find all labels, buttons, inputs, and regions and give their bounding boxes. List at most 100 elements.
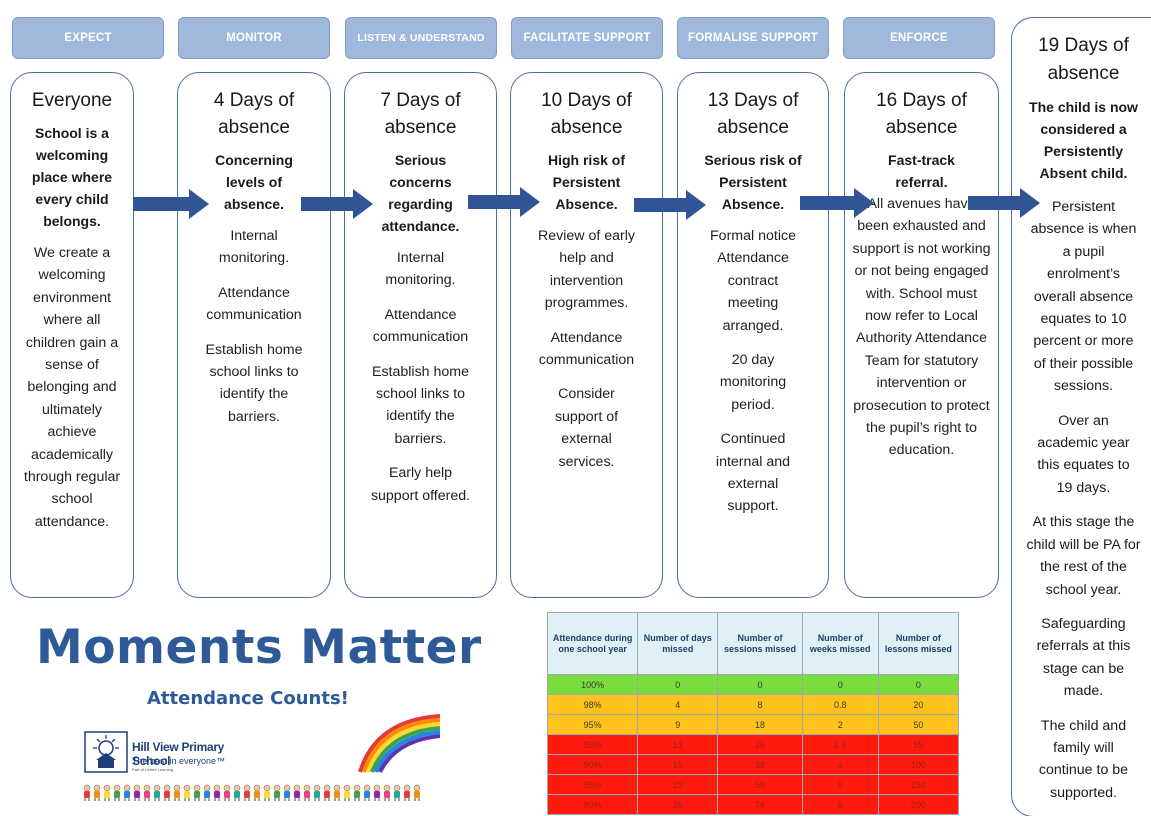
card-key-statement: Serious concerns regarding attendance. [381,152,460,234]
attendance-counts-subtitle: Attendance Counts! [147,688,349,709]
school-affiliation: Part of United Learning [132,767,174,772]
card-text: Early help support offered. [370,465,471,504]
table-cell: 50 [877,714,960,735]
table-cell: 0.8 [801,694,879,715]
column-header: Number of lessons missed [877,612,960,675]
arrow-right-icon [133,189,209,219]
table-cell: 38 [717,754,803,775]
arrow-right-icon [800,188,874,218]
table-cell: 9 [637,714,719,735]
table-cell: 90% [546,754,639,775]
card-text: Safeguarding referrals at this stage can… [1036,615,1131,700]
table-cell: 58 [717,774,803,795]
table-cell: 0 [637,674,719,695]
card-text: Over an academic year this equates to 19… [1037,412,1130,496]
table-cell: 150 [877,774,960,795]
column-header: Number of weeks missed [801,612,879,675]
card-text: Attendance communication [372,306,469,346]
stage-tab-listen-understand: LISTEN & UNDERSTAND [345,17,497,59]
card-7-days: 7 Days of absence Serious concerns regar… [344,72,497,598]
table-cell: 2 [801,714,879,735]
table-cell: 80% [546,794,639,815]
table-cell: 100 [877,754,960,775]
card-text: Establish home school links to identify … [372,363,469,447]
school-logo: Hill View Primary School The best in eve… [84,731,254,775]
card-everyone: Everyone School is a welcoming place whe… [10,72,134,598]
stage-tab-enforce: ENFORCE [843,17,995,59]
arrow-right-icon [301,189,373,219]
card-13-days: 13 Days of absence Serious risk of Persi… [677,72,829,598]
table-cell: 6 [801,774,879,795]
card-text: 20 day monitoring period. [719,352,787,413]
table-cell: 8 [801,794,879,815]
stage-tab-monitor: MONITOR [178,17,330,59]
card-key-statement: Fast-track referral. [888,152,955,190]
card-text: All avenues have been exhausted and supp… [852,196,991,459]
table-cell: 26 [717,734,803,755]
card-4-days: 4 Days of absence Concerning levels of a… [177,72,331,598]
table-cell: 93% [546,734,639,755]
card-heading: 7 Days of absence [380,90,461,138]
card-key-statement: The child is now considered a Persistent… [1029,99,1138,181]
table-cell: 2.6 [801,734,879,755]
table-cell: 85% [546,774,639,795]
stage-tab-formalise-support: FORMALISE SUPPORT [677,17,829,59]
card-text: Consider support of external services. [554,386,619,470]
column-header: Number of days missed [637,612,719,675]
card-heading: 4 Days of absence [213,90,295,138]
table-cell: 38 [637,794,719,815]
table-cell: 100% [546,674,639,695]
table-cell: 95% [546,714,639,735]
card-10-days: 10 Days of absence High risk of Persiste… [510,72,663,598]
table-header-row: Attendance during one school year Number… [546,612,960,675]
card-text: Internal monitoring. [218,228,290,267]
arrow-right-icon [468,187,540,217]
table-cell: 0 [717,674,803,695]
stage-tab-expect: EXPECT [12,17,164,59]
table-cell: 18 [717,714,803,735]
school-sun-icon [84,731,128,773]
card-heading: 13 Days of absence [707,90,799,138]
card-heading: 19 Days of absence [1038,35,1129,84]
table-cell: 0 [801,674,879,695]
children-border-icon [83,784,421,801]
table-cell: 4 [637,694,719,715]
card-key-statement: Serious risk of Persistent Absence. [704,152,802,212]
card-text: The child and family will continue to be… [1038,717,1129,801]
card-text: Internal monitoring. [385,250,456,289]
table-cell: 98% [546,694,639,715]
table-cell: 76 [717,794,803,815]
arrow-right-icon [968,188,1040,218]
rainbow-icon [358,714,441,773]
column-header: Attendance during one school year [546,612,639,675]
table-cell: 0 [877,674,960,695]
card-text: Formal notice Attendance contract meetin… [710,228,796,334]
table-cell: 20 [877,694,960,715]
card-text: Establish home school links to identify … [205,341,303,425]
card-text: Continued internal and external support. [715,431,791,515]
card-key-statement: Concerning levels of absence. [215,152,293,212]
table-cell: 65 [877,734,960,755]
table-cell: 29 [637,774,719,795]
table-cell: 200 [877,794,960,815]
card-text: Attendance communication [206,284,302,324]
card-heading: 10 Days of absence [541,90,632,138]
card-key-statement: School is a welcoming place where every … [31,125,113,229]
attendance-table: Attendance during one school year Number… [546,612,960,815]
card-text: At this stage the child will be PA for t… [1026,514,1141,598]
card-key-statement: High risk of Persistent Absence. [547,152,625,212]
table-cell: 4 [801,754,879,775]
school-tagline: The best in everyone™ [132,756,226,766]
arrow-right-icon [634,190,706,220]
stage-tab-facilitate-support: FACILITATE SUPPORT [511,17,663,59]
table-cell: 13 [637,734,719,755]
school-name: Hill View Primary School [132,740,225,768]
card-text: Persistent absence is when a pupil enrol… [1030,199,1137,395]
